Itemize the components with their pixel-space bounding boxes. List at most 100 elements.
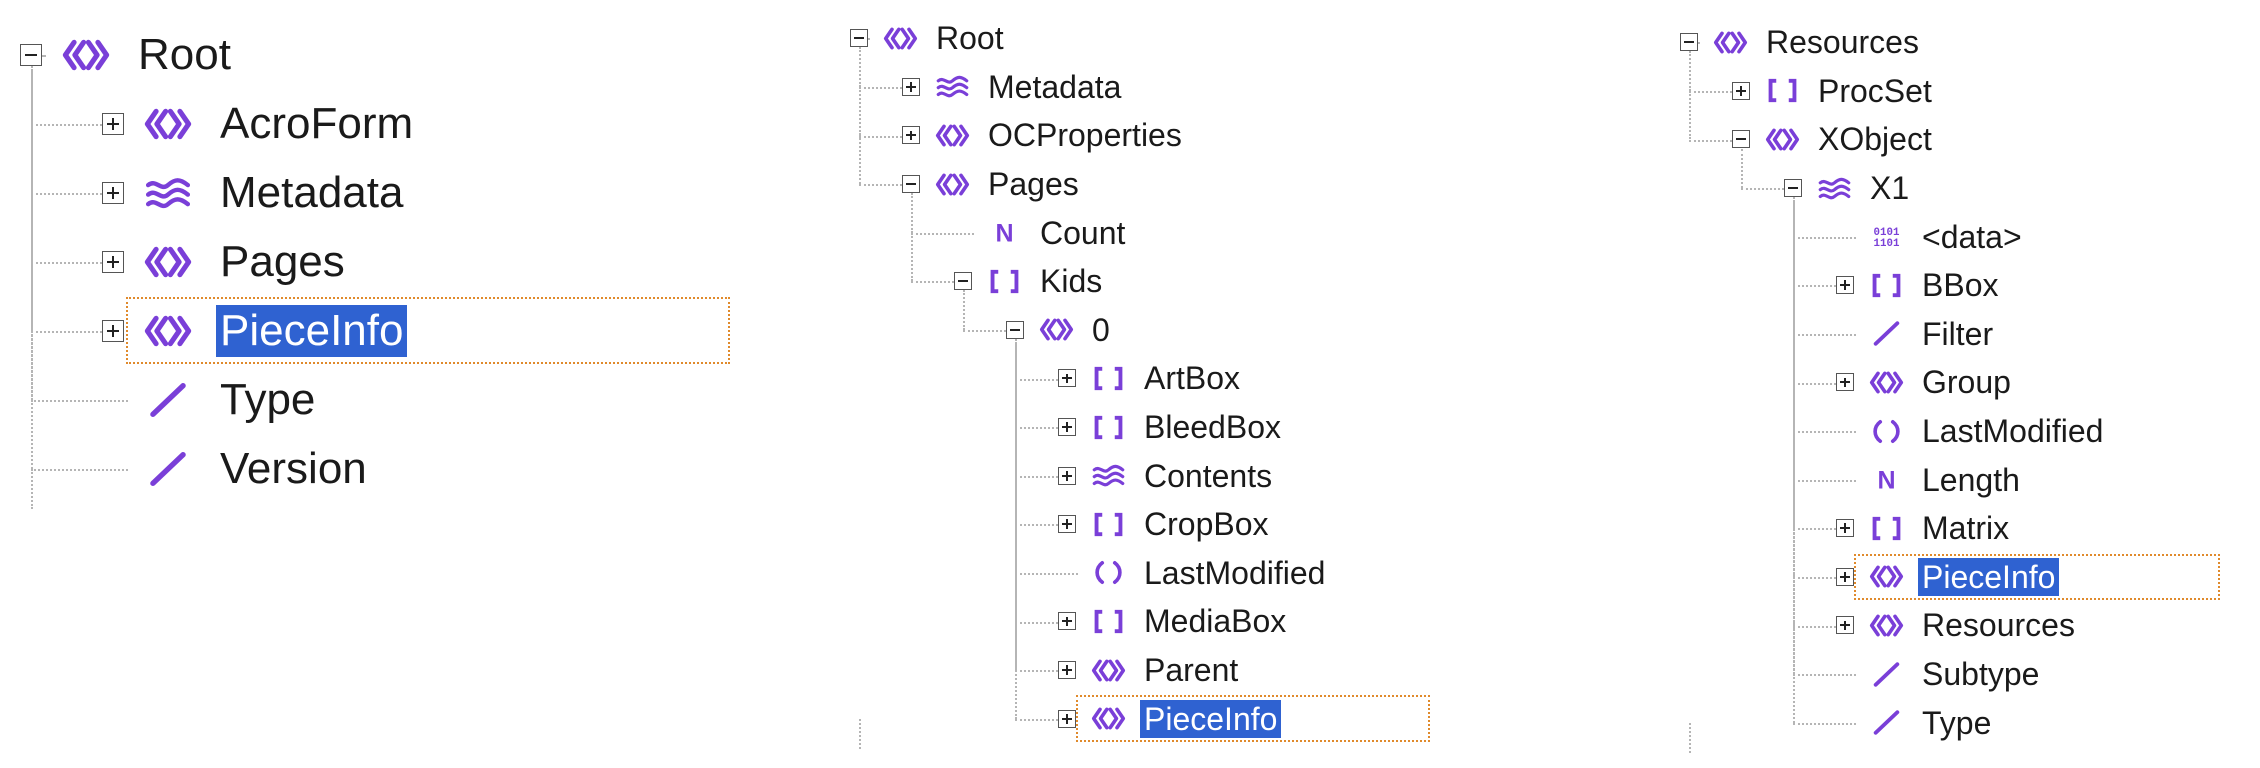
tree-node-type[interactable]: Type: [0, 365, 800, 434]
expand-toggle-icon[interactable]: [1836, 519, 1854, 538]
name-icon: [132, 434, 204, 503]
tree-node-pieceinfo[interactable]: PieceInfo: [0, 296, 800, 365]
tree-node-contents[interactable]: Contents: [830, 451, 1470, 500]
expand-toggle-icon[interactable]: [1836, 616, 1854, 635]
expand-toggle-icon[interactable]: [902, 126, 920, 145]
string-icon: [1860, 407, 1912, 456]
tree-node-parent[interactable]: Parent: [830, 646, 1470, 695]
tree-node-bbox[interactable]: BBox: [1660, 261, 2260, 310]
tree-node-label: CropBox: [1144, 506, 1269, 543]
dictionary-icon: [926, 160, 978, 209]
tree-node-lastmodified[interactable]: LastModified: [830, 549, 1470, 598]
tree-node-x1[interactable]: X1: [1660, 164, 2260, 213]
tree-node-cropbox[interactable]: CropBox: [830, 500, 1470, 549]
tree-node-subtype[interactable]: Subtype: [1660, 650, 2260, 699]
tree-guide-line: [1741, 188, 1784, 191]
stream-icon: [1082, 451, 1134, 500]
tree-node-pieceinfo[interactable]: PieceInfo: [1660, 553, 2260, 602]
tree-node-resources[interactable]: Resources: [1660, 601, 2260, 650]
expand-toggle-icon[interactable]: [102, 112, 124, 135]
tree-guide-line: [31, 261, 102, 264]
tree-node-artbox[interactable]: ArtBox: [830, 354, 1470, 403]
tree-guide-line: [859, 718, 861, 749]
tree-node-kids[interactable]: Kids: [830, 257, 1470, 306]
tree-node-label: Pages: [988, 166, 1079, 203]
tree-node-label: BleedBox: [1144, 409, 1281, 446]
tree-guide-line: [1015, 718, 1058, 721]
collapse-toggle-icon[interactable]: [1680, 33, 1698, 52]
tree-guide-line: [1015, 621, 1058, 624]
expand-toggle-icon[interactable]: [102, 181, 124, 204]
tree-node-ocproperties[interactable]: OCProperties: [830, 111, 1470, 160]
dictionary-icon: [1860, 358, 1912, 407]
name-icon: [1860, 310, 1912, 359]
tree-node-label: Type: [1922, 704, 1992, 741]
expand-toggle-icon[interactable]: [1058, 515, 1076, 534]
expand-toggle-icon[interactable]: [102, 319, 124, 342]
expand-toggle-icon[interactable]: [1058, 369, 1076, 388]
tree-node-matrix[interactable]: Matrix: [1660, 504, 2260, 553]
collapse-toggle-icon[interactable]: [1732, 130, 1750, 149]
tree-node-metadata[interactable]: Metadata: [830, 63, 1470, 112]
tree-node-type[interactable]: Type: [1660, 698, 2260, 747]
tree-node-label: ArtBox: [1144, 360, 1241, 397]
tree-node-label: LastModified: [1144, 554, 1326, 591]
tree-node-mediabox[interactable]: MediaBox: [830, 597, 1470, 646]
expand-toggle-icon[interactable]: [1058, 612, 1076, 631]
collapse-toggle-icon[interactable]: [902, 175, 920, 194]
tree-guide-line: [911, 232, 974, 235]
tree-node-filter[interactable]: Filter: [1660, 310, 2260, 359]
tree-guide-line: [1689, 139, 1732, 142]
name-icon: [1860, 698, 1912, 747]
array-icon: [1860, 504, 1912, 553]
tree-guide-line: [1793, 431, 1856, 434]
expand-toggle-icon[interactable]: [1836, 567, 1854, 586]
expand-toggle-icon[interactable]: [1058, 661, 1076, 680]
tree-guide-line: [31, 468, 128, 471]
tree-node-xobject[interactable]: XObject: [1660, 115, 2260, 164]
expand-toggle-icon[interactable]: [1836, 373, 1854, 392]
tree-guide-line: [1689, 90, 1732, 93]
tree-node-root[interactable]: Root: [0, 20, 800, 89]
tree-node-label: AcroForm: [220, 98, 414, 148]
tree-node-label: MediaBox: [1144, 603, 1287, 640]
tree-guide-line: [1793, 197, 1795, 723]
expand-toggle-icon[interactable]: [1836, 276, 1854, 295]
tree-node-0[interactable]: 0: [830, 306, 1470, 355]
expand-toggle-icon[interactable]: [902, 77, 920, 96]
tree-node-lastmodified[interactable]: LastModified: [1660, 407, 2260, 456]
collapse-toggle-icon[interactable]: [1006, 320, 1024, 339]
tree-node-group[interactable]: Group: [1660, 358, 2260, 407]
dictionary-icon: [926, 111, 978, 160]
expand-toggle-icon[interactable]: [1058, 466, 1076, 485]
string-icon: [1082, 549, 1134, 598]
collapse-toggle-icon[interactable]: [20, 43, 42, 66]
tree-node-label: Metadata: [988, 68, 1122, 105]
expand-toggle-icon[interactable]: [1732, 81, 1750, 100]
collapse-toggle-icon[interactable]: [1784, 179, 1802, 198]
tree-node-label: Version: [220, 443, 367, 493]
collapse-toggle-icon[interactable]: [954, 272, 972, 291]
expand-toggle-icon[interactable]: [102, 250, 124, 273]
tree-guide-line: [963, 329, 1006, 332]
expand-toggle-icon[interactable]: [1058, 709, 1076, 728]
tree-node-version[interactable]: Version: [0, 434, 800, 503]
collapse-toggle-icon[interactable]: [850, 29, 868, 48]
tree-node-acroform[interactable]: AcroForm: [0, 89, 800, 158]
tree-node-label: Kids: [1040, 263, 1103, 300]
tree-node-root[interactable]: Root: [830, 14, 1470, 63]
expand-toggle-icon[interactable]: [1058, 418, 1076, 437]
tree-node-resources[interactable]: Resources: [1660, 18, 2260, 67]
tree-node-pages[interactable]: Pages: [0, 227, 800, 296]
tree-node-metadata[interactable]: Metadata: [0, 158, 800, 227]
tree-node-pieceinfo[interactable]: PieceInfo: [830, 694, 1470, 743]
dictionary-icon: [1860, 601, 1912, 650]
tree-guide-line: [1015, 670, 1058, 673]
tree-node-pages[interactable]: Pages: [830, 160, 1470, 209]
tree-node-procset[interactable]: ProcSet: [1660, 67, 2260, 116]
tree-node-bleedbox[interactable]: BleedBox: [830, 403, 1470, 452]
